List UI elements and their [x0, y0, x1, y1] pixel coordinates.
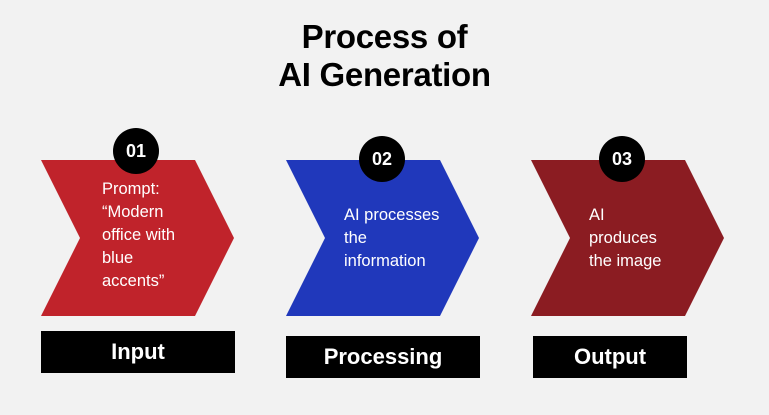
step-1-number-badge: 01: [113, 128, 159, 174]
step-2-description: AI processes the information: [344, 204, 439, 273]
step-1-text-line: accents”: [102, 272, 165, 290]
page-title: Process of AI Generation: [0, 18, 769, 94]
step-3-label: Output: [533, 336, 687, 378]
step-1-text-line: Prompt:: [102, 180, 160, 198]
step-2-text-line: AI processes: [344, 206, 440, 224]
step-2-number-badge: 02: [359, 136, 405, 182]
step-2-chevron: [286, 160, 479, 316]
step-2-text-line: information: [344, 252, 426, 270]
step-1-label: Input: [41, 331, 235, 373]
step-3-number-badge: 03: [599, 136, 645, 182]
step-3-text-line: AI: [589, 206, 605, 224]
step-1-text-line: blue: [102, 249, 134, 267]
title-line-2: AI Generation: [278, 56, 491, 93]
step-2-label: Processing: [286, 336, 480, 378]
step-1-text-line: “Modern: [102, 203, 164, 221]
step-3-chevron: [531, 160, 724, 316]
step-1-description: Prompt: “Modern office with blue accents…: [102, 178, 175, 293]
step-1-chevron: [41, 160, 234, 316]
step-3-description: AI produces the image: [589, 204, 661, 273]
step-1-text-line: office with: [102, 226, 176, 244]
step-3-text-line: produces: [589, 229, 657, 247]
title-line-1: Process of: [301, 18, 468, 55]
step-3-text-line: the image: [589, 252, 662, 270]
step-2-text-line: the: [344, 229, 367, 247]
